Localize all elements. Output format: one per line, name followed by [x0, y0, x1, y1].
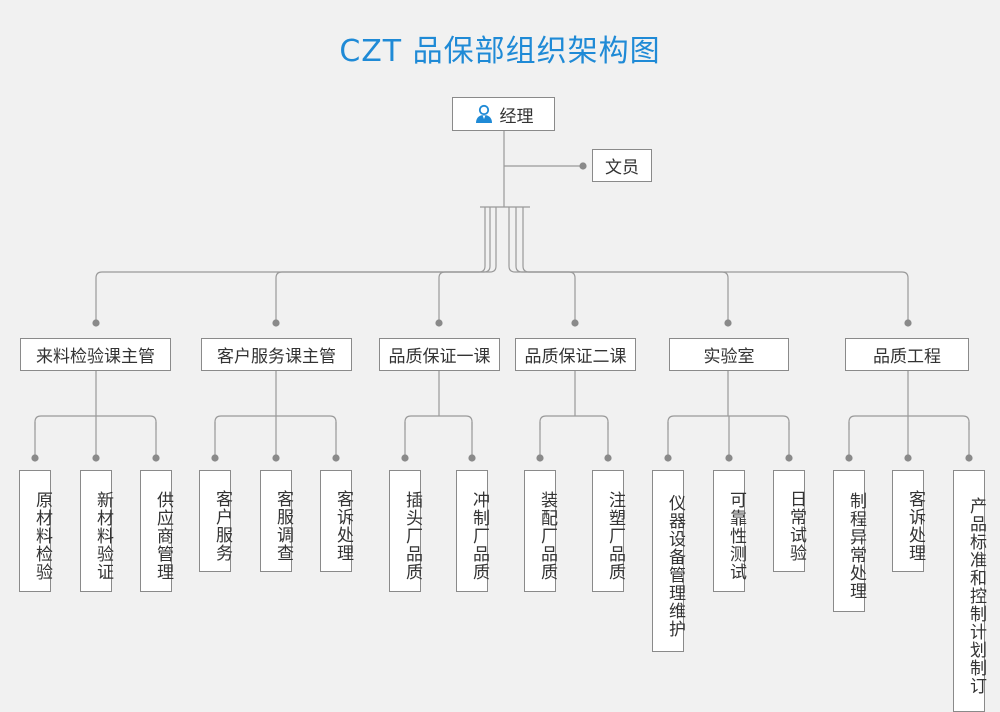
- task-label: 制程异常处理: [846, 492, 866, 600]
- dept-connector-line: [515, 207, 729, 323]
- task-box: 插头厂品质: [389, 470, 422, 592]
- task-box: 仪器设备管理维护: [652, 470, 685, 652]
- task-label: 供应商管理: [153, 491, 173, 581]
- dept-label: 品质工程: [873, 347, 941, 367]
- task-label: 客服调查: [273, 490, 293, 562]
- child-bus-line: [539, 415, 609, 430]
- dept-label: 来料检验课主管: [36, 347, 155, 367]
- dept-connector-dot: [724, 319, 732, 327]
- task-box: 客户服务: [199, 470, 232, 572]
- dept-connector-dot: [92, 319, 100, 327]
- task-label: 新材料验证: [93, 491, 113, 581]
- task-label: 日常试验: [786, 490, 806, 562]
- task-label: 产品标准和控制计划制订: [966, 497, 986, 695]
- child-connector-dot: [664, 454, 672, 462]
- dept-box: 实验室: [669, 338, 789, 371]
- dept-box: 品质保证二课: [515, 338, 636, 371]
- child-connector-dot: [785, 454, 793, 462]
- dept-label: 实验室: [703, 347, 755, 367]
- dept-connector-dot: [435, 319, 443, 327]
- task-label: 插头厂品质: [402, 491, 422, 581]
- child-connector-dot: [92, 454, 100, 462]
- clerk-connector-dot: [579, 162, 587, 170]
- task-label: 可靠性测试: [726, 491, 746, 581]
- task-box: 客服调查: [260, 470, 293, 572]
- task-box: 原材料检验: [19, 470, 52, 592]
- child-connector-dot: [904, 454, 912, 462]
- task-label: 客户服务: [212, 490, 232, 562]
- task-box: 可靠性测试: [713, 470, 746, 592]
- child-connector-dot: [152, 454, 160, 462]
- dept-box: 客户服务课主管: [201, 338, 352, 371]
- child-connector-dot: [965, 454, 973, 462]
- dept-connector-line: [522, 207, 909, 323]
- task-box: 产品标准和控制计划制订: [953, 470, 986, 712]
- task-label: 注塑厂品质: [605, 491, 625, 581]
- clerk-box: 文员: [592, 149, 652, 182]
- dept-connector-line: [438, 207, 497, 323]
- dept-label: 品质保证一课: [388, 347, 491, 367]
- dept-connector-line: [95, 207, 486, 323]
- child-connector-dot: [536, 454, 544, 462]
- task-box: 制程异常处理: [833, 470, 866, 612]
- manager-box: 经理: [452, 97, 555, 131]
- dept-connector-dot: [904, 319, 912, 327]
- dept-box: 品质工程: [845, 338, 969, 371]
- task-label: 客诉处理: [333, 490, 353, 562]
- page-title: CZT 品保部组织架构图: [339, 34, 661, 69]
- task-box: 注塑厂品质: [592, 470, 625, 592]
- task-box: 客诉处理: [320, 470, 353, 572]
- child-connector-dot: [604, 454, 612, 462]
- dept-box: 来料检验课主管: [20, 338, 171, 371]
- task-label: 冲制厂品质: [469, 491, 489, 581]
- dept-connector-line: [275, 207, 491, 323]
- task-box: 供应商管理: [140, 470, 173, 592]
- task-label: 装配厂品质: [537, 491, 557, 581]
- dept-connector-line: [508, 207, 576, 323]
- task-box: 冲制厂品质: [456, 470, 489, 592]
- dept-label: 品质保证二课: [524, 347, 627, 367]
- child-connector-dot: [845, 454, 853, 462]
- child-connector-dot: [211, 454, 219, 462]
- child-bus-line: [848, 415, 970, 430]
- child-connector-dot: [468, 454, 476, 462]
- child-connector-dot: [31, 454, 39, 462]
- clerk-label: 文员: [605, 158, 639, 178]
- task-label: 仪器设备管理维护: [665, 494, 685, 638]
- task-box: 日常试验: [773, 470, 806, 572]
- child-connector-dot: [401, 454, 409, 462]
- child-connector-dot: [272, 454, 280, 462]
- child-connector-dot: [725, 454, 733, 462]
- task-label: 客诉处理: [905, 490, 925, 562]
- dept-connector-dot: [272, 319, 280, 327]
- dept-box: 品质保证一课: [379, 338, 500, 371]
- task-box: 装配厂品质: [524, 470, 557, 592]
- task-label: 原材料检验: [32, 491, 52, 581]
- task-box: 新材料验证: [80, 470, 113, 592]
- dept-connector-dot: [571, 319, 579, 327]
- user-icon: [475, 104, 492, 123]
- child-bus-line: [404, 415, 473, 430]
- task-box: 客诉处理: [892, 470, 925, 572]
- manager-label: 经理: [499, 106, 534, 127]
- child-connector-dot: [332, 454, 340, 462]
- dept-label: 客户服务课主管: [217, 347, 336, 367]
